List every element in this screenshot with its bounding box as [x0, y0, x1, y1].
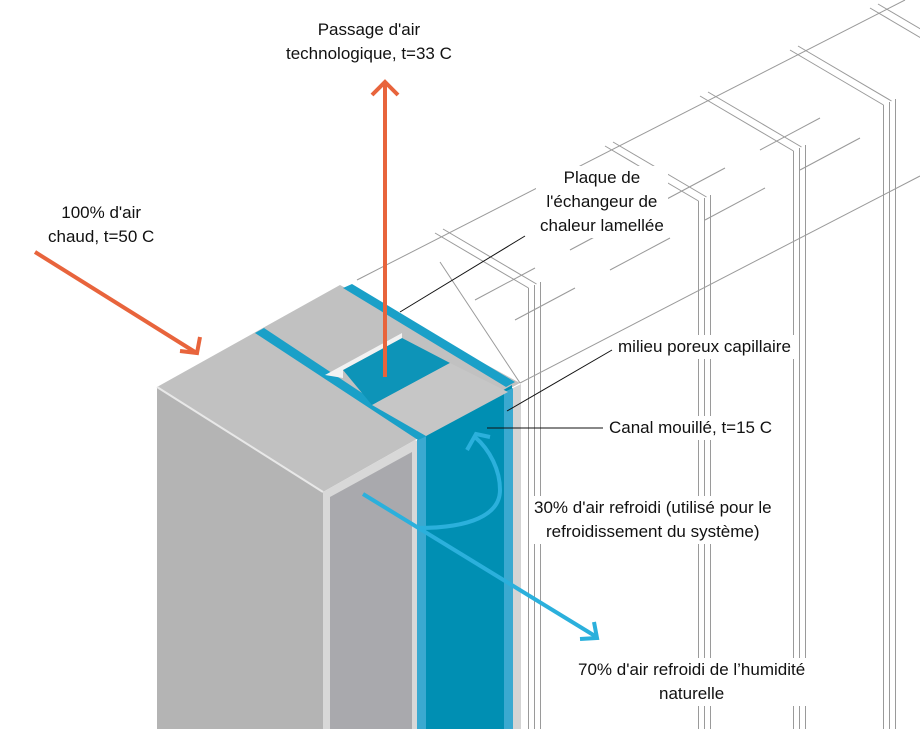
label-line: Canal mouillé, t=15 C: [609, 418, 773, 437]
wire-line: [434, 232, 529, 289]
label-line: 100% d'air: [61, 203, 142, 222]
cooled-30-arrow: [417, 431, 503, 530]
wire-line: [877, 3, 920, 30]
label-line: 70% d'air refroidi de l’humidité: [578, 660, 806, 679]
wire-line: [704, 187, 766, 221]
label-line: refroidissement du système): [546, 522, 760, 541]
label-line: milieu poreux capillaire: [618, 337, 791, 356]
label-line: chaud, t=50 C: [48, 227, 155, 246]
wire-line: [799, 137, 861, 171]
wire-line: [699, 95, 794, 152]
wire-line: [609, 237, 671, 271]
label-line: naturelle: [658, 684, 725, 703]
label-line: Passage d'air: [317, 20, 421, 39]
left-face: [157, 387, 323, 729]
opening-light-edge: [325, 333, 402, 378]
label-cooled-30: 30% d'air refroidi (utilisé pour le refr…: [530, 496, 776, 544]
wire-line: [707, 91, 802, 148]
wire-line: [442, 228, 537, 285]
cooled-70-arrow: [361, 492, 600, 641]
label-plate: Plaque de l'échangeur de chaleur lamellé…: [536, 166, 668, 238]
label-line: chaleur lamellée: [540, 216, 664, 235]
label-line: technologique, t=33 C: [286, 44, 452, 63]
label-line: 30% d'air refroidi (utilisé pour le: [534, 498, 772, 517]
wire-line: [789, 49, 884, 106]
label-line: Plaque de: [563, 168, 641, 187]
hot-air-arrow: [33, 250, 202, 356]
label-cooled-70: 70% d'air refroidi de l’humidité naturel…: [574, 658, 810, 706]
label-porous: milieu poreux capillaire: [614, 335, 795, 359]
wire-line: [797, 45, 892, 102]
channel-stripe-left: [417, 436, 426, 729]
wire-line: [474, 267, 536, 301]
channel-stripe-right: [504, 388, 513, 729]
label-tech-air: Passage d'air technologique, t=33 C: [282, 18, 456, 66]
wire-line: [514, 287, 576, 321]
wire-line: [759, 117, 821, 151]
wireframe-plates: [356, 0, 920, 729]
tech-air-arrow: [370, 79, 400, 377]
label-hot-air: 100% d'air chaud, t=50 C: [44, 201, 159, 249]
leader-lines: [399, 235, 613, 429]
top-stripe-1: [255, 328, 427, 440]
label-line: l'échangeur de: [546, 192, 658, 211]
inner-face: [330, 452, 412, 729]
exchanger-block: [156, 284, 521, 729]
label-wet-channel: Canal mouillé, t=15 C: [605, 416, 777, 440]
wire-line: [869, 7, 920, 38]
top-lip: [372, 363, 508, 436]
wire-line: [664, 167, 726, 201]
right-edge: [513, 384, 521, 729]
top-opening: [343, 338, 450, 405]
